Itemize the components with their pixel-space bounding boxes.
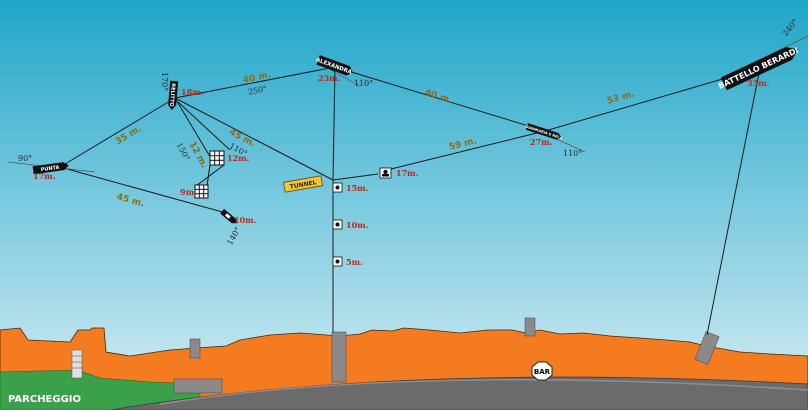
entry-ladder-icon: [71, 349, 83, 379]
buoy-15m-depth: 15m.: [346, 183, 369, 193]
punta-depth: 17m.: [33, 171, 56, 181]
gianmaria-depth: 27m.: [530, 137, 553, 147]
parking-label: PARCHEGGIO: [8, 394, 81, 405]
cage-upper-depth: 12m.: [227, 153, 250, 163]
punta-heading: 90°: [18, 154, 32, 163]
relitto-heading: 170°: [160, 72, 169, 91]
alexandra-depth: 23m.: [318, 73, 341, 83]
bollard-right: [524, 317, 536, 337]
relitto-depth: 18m.: [181, 87, 204, 97]
cage-lower-depth: 9m.: [180, 187, 197, 197]
tunnel-label: TUNNEL: [289, 179, 317, 191]
road: [109, 376, 808, 410]
buoy-10m-depth: 10m.: [346, 220, 369, 230]
bar-sign: BAR: [531, 361, 553, 381]
alexandra-heading: 110°: [354, 79, 373, 88]
wreck-punta: PUNTA: [32, 162, 69, 175]
pier-center: [331, 331, 347, 383]
wreck-punta-name: PUNTA: [40, 165, 60, 174]
small-boat-depth: 10m.: [234, 215, 257, 225]
pier-right: [694, 331, 720, 365]
bar-label: BAR: [534, 368, 551, 376]
wreck-relitto-name: RELITTO: [168, 83, 176, 107]
gianmaria-heading: 110°: [563, 149, 582, 158]
bollard-left: [189, 338, 201, 359]
battello-depth: 33m.: [747, 78, 770, 88]
line-buoys: [332, 167, 392, 267]
pier-left: [173, 378, 223, 394]
wreck-relitto: RELITTO: [168, 80, 179, 110]
wreck-small-boat: [220, 208, 237, 224]
road-stripe: [159, 379, 808, 405]
deg-relitto-alexandra: 250°: [247, 84, 268, 97]
buoy-17m-depth: 17m.: [396, 168, 419, 178]
tunnel-marker: TUNNEL: [282, 175, 324, 193]
buoy-5m-depth: 5m.: [346, 257, 363, 267]
cage-structure: [194, 150, 225, 199]
